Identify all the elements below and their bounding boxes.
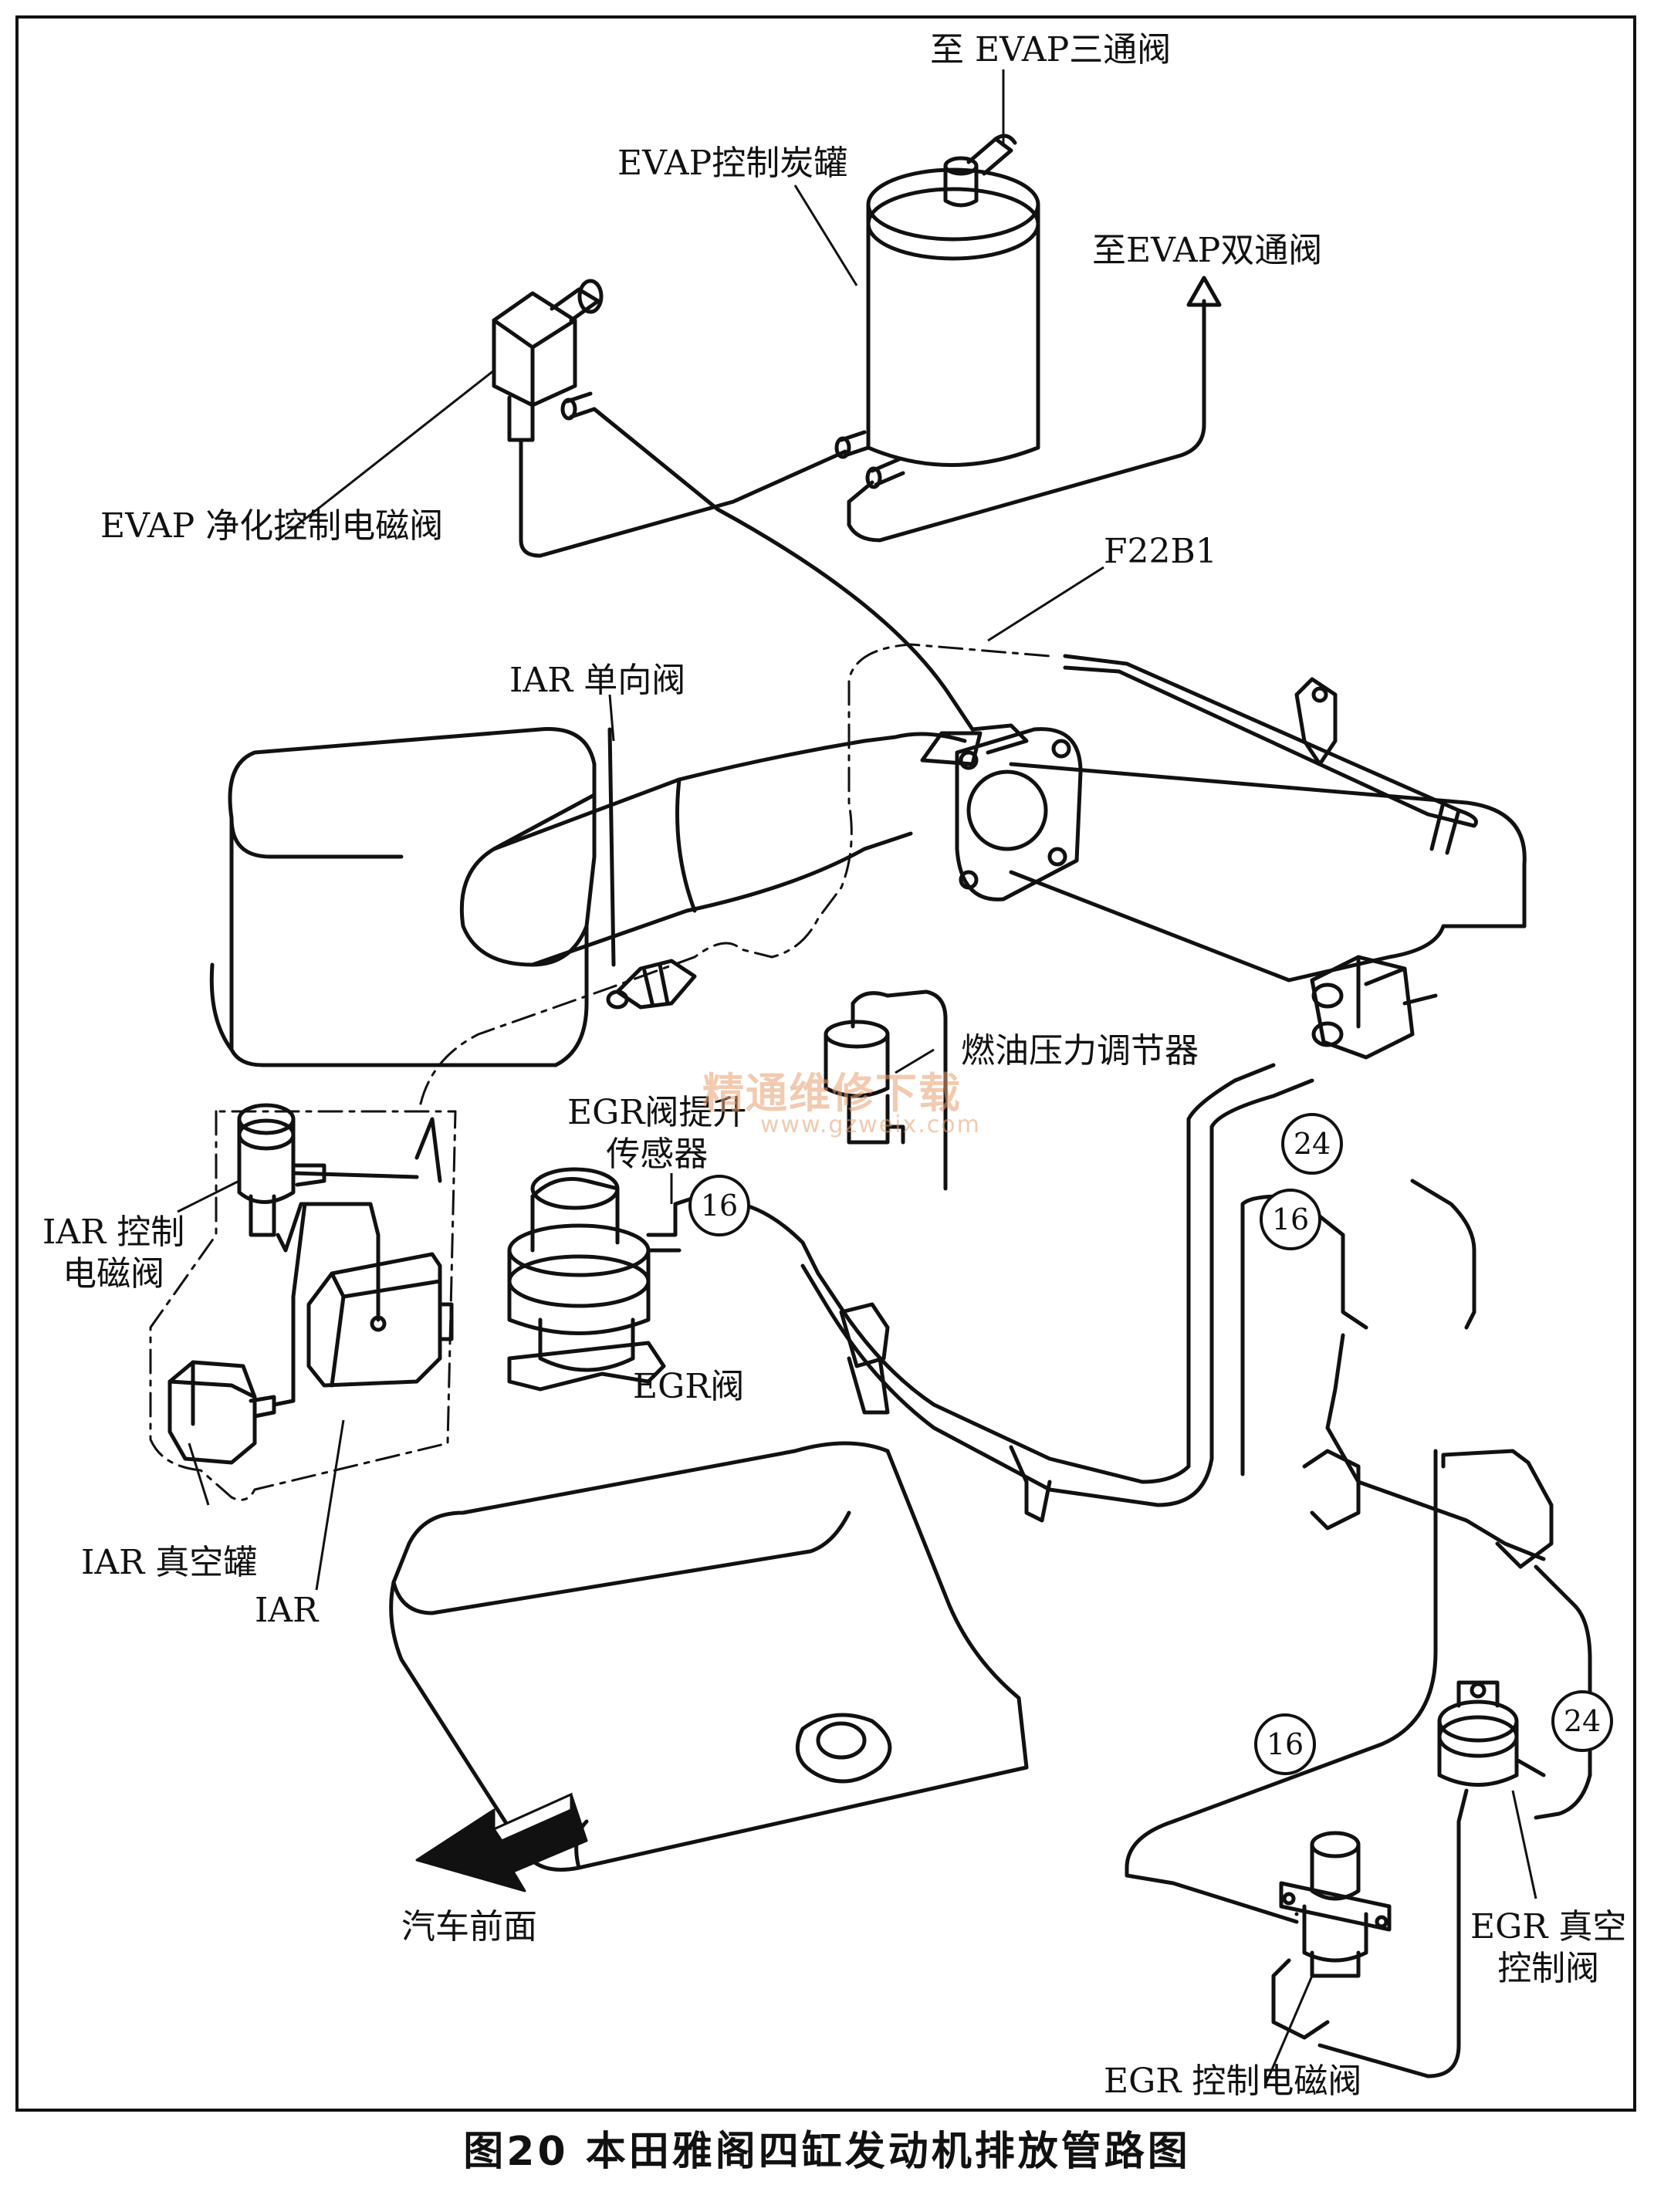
label-egr-lift-sensor: EGR阀提升 传感器 — [567, 1093, 747, 1174]
label-evap-purge-solenoid: EVAP 净化控制电磁阀 — [100, 506, 444, 546]
egr-bracket-4 — [1302, 1449, 1361, 1530]
egr-vacuum-valve-mount — [1441, 1449, 1554, 1569]
egr-hose-16-top — [1240, 1194, 1368, 1476]
evap-hose-to-two-way — [847, 299, 1206, 543]
egr-hose-main-2 — [800, 1078, 1314, 1507]
intake-duct-drawing — [492, 732, 967, 967]
egr-hose-24 — [1410, 1179, 1476, 1330]
hose-size-badge: 24 — [1281, 1113, 1343, 1175]
car-front-arrow — [415, 1792, 588, 1892]
hose-size-badge: 16 — [1254, 1713, 1316, 1775]
iar-unit-drawing — [306, 1252, 454, 1388]
egr-hose-main-1 — [696, 1063, 1276, 1484]
leader-lines — [177, 69, 1537, 2085]
hose-size-badge: 24 — [1551, 1690, 1613, 1752]
evap-purge-solenoid-drawing — [492, 279, 604, 442]
figure-frame — [15, 15, 1636, 2112]
iar-hose-1 — [291, 1171, 419, 1179]
watermark-url: www.gzweix.com — [760, 1111, 981, 1138]
label-iar-vacuum-tank: IAR 真空罐 — [81, 1543, 258, 1582]
egr-control-solenoid-drawing — [1279, 1831, 1392, 1978]
egr-vacuum-control-valve-drawing — [1437, 1680, 1546, 1787]
manifold-connector-drawing — [1310, 955, 1438, 1060]
label-to-evap-three-way: 至 EVAP三通阀 — [930, 30, 1172, 69]
watermark-text: 精通维修下载 — [702, 1069, 962, 1118]
label-iar-control-solenoid: IAR 控制 电磁阀 — [42, 1213, 185, 1294]
evap-hose-solenoid-to-canister — [519, 438, 847, 558]
evap-canister-drawing — [834, 134, 1040, 489]
iar-hose-3 — [272, 1202, 307, 1407]
egr-hose-to-solenoid — [1271, 1912, 1330, 2040]
fuel-tank-drawing — [389, 1441, 1029, 1872]
egr-bracket-2 — [847, 1356, 890, 1415]
throttle-body-drawing — [920, 723, 1527, 983]
egr-hose-vacuum-to-solenoid — [1317, 1788, 1469, 2078]
iar-hose-2 — [276, 1202, 381, 1322]
label-fuel-pressure-regulator: 燃油压力调节器 — [961, 1031, 1199, 1070]
engine-boundary-dashdot — [419, 643, 1051, 1105]
evap-hose-solenoid-to-intake — [592, 407, 975, 732]
figure-caption: 图20 本田雅阁四缸发动机排放管路图 — [463, 2129, 1191, 2175]
egr-bracket-3 — [1009, 1445, 1052, 1523]
iar-control-solenoid-drawing — [237, 1103, 442, 1237]
iar-check-valve-drawing — [606, 727, 697, 1010]
fuel-pressure-regulator-drawing — [824, 989, 948, 1191]
label-iar-check-valve: IAR 单向阀 — [509, 661, 686, 700]
hose-size-badge: 16 — [688, 1175, 750, 1236]
iar-assembly-boundary-dashdot — [149, 1110, 457, 1501]
label-engine-code: F22B1 — [1104, 532, 1217, 571]
air-cleaner-drawing — [209, 727, 597, 1067]
label-iar: IAR — [255, 1591, 319, 1630]
label-egr-valve: EGR阀 — [633, 1367, 745, 1406]
egr-valve-drawing — [507, 1167, 701, 1392]
egr-hose-16-bottom — [1125, 1449, 1438, 1924]
label-egr-control-solenoid: EGR 控制电磁阀 — [1104, 2061, 1362, 2101]
iar-vacuum-tank-drawing — [167, 1360, 276, 1465]
egr-bracket-1 — [839, 1302, 890, 1368]
label-to-evap-two-way: 至EVAP双通阀 — [1092, 231, 1323, 270]
fuel-rail-drawing — [1063, 654, 1478, 855]
arrow-to-evap-two-way — [1186, 276, 1222, 307]
hose-size-badge: 16 — [1260, 1189, 1321, 1250]
label-car-front: 汽车前面 — [401, 1907, 537, 1946]
label-evap-canister: EVAP控制炭罐 — [617, 144, 848, 183]
label-egr-vacuum-control-valve: EGR 真空 控制阀 — [1470, 1907, 1627, 1988]
